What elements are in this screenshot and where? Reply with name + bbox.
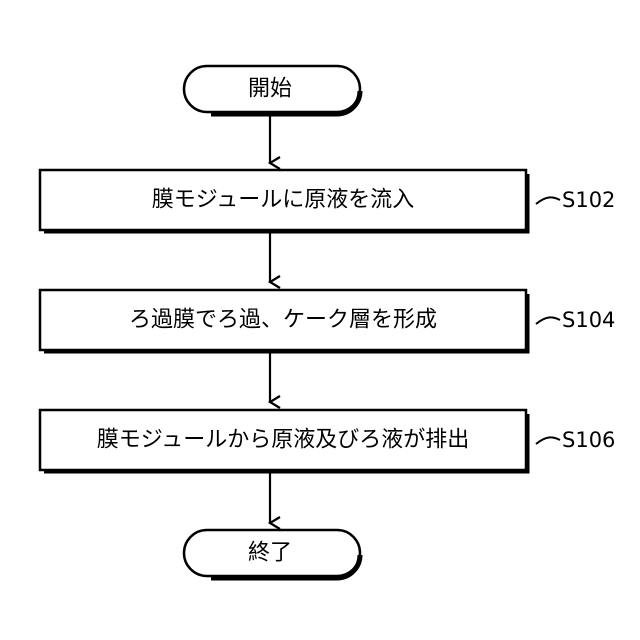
start-label: 開始 bbox=[248, 77, 292, 102]
step-ref-s106: S106 bbox=[562, 428, 615, 452]
step-label-s104: ろ過膜でろ過、ケーク層を形成 bbox=[129, 308, 437, 333]
ref-leader-s104 bbox=[536, 317, 560, 324]
ref-leader-s106 bbox=[536, 437, 560, 444]
end-label: 終了 bbox=[248, 541, 292, 566]
process-box-s106: 膜モジュールから原液及びろ液が排出 bbox=[40, 410, 528, 472]
step-label-s106: 膜モジュールから原液及びろ液が排出 bbox=[97, 428, 469, 453]
start-terminal: 開始 bbox=[184, 66, 360, 114]
process-box-s102: 膜モジュールに原液を流入 bbox=[40, 170, 528, 232]
step-label-s102: 膜モジュールに原液を流入 bbox=[152, 188, 414, 213]
ref-leader-s102 bbox=[536, 197, 560, 204]
step-ref-s102: S102 bbox=[562, 188, 615, 212]
end-terminal: 終了 bbox=[184, 530, 360, 578]
step-ref-s104: S104 bbox=[562, 308, 615, 332]
process-box-s104: ろ過膜でろ過、ケーク層を形成 bbox=[40, 290, 528, 352]
